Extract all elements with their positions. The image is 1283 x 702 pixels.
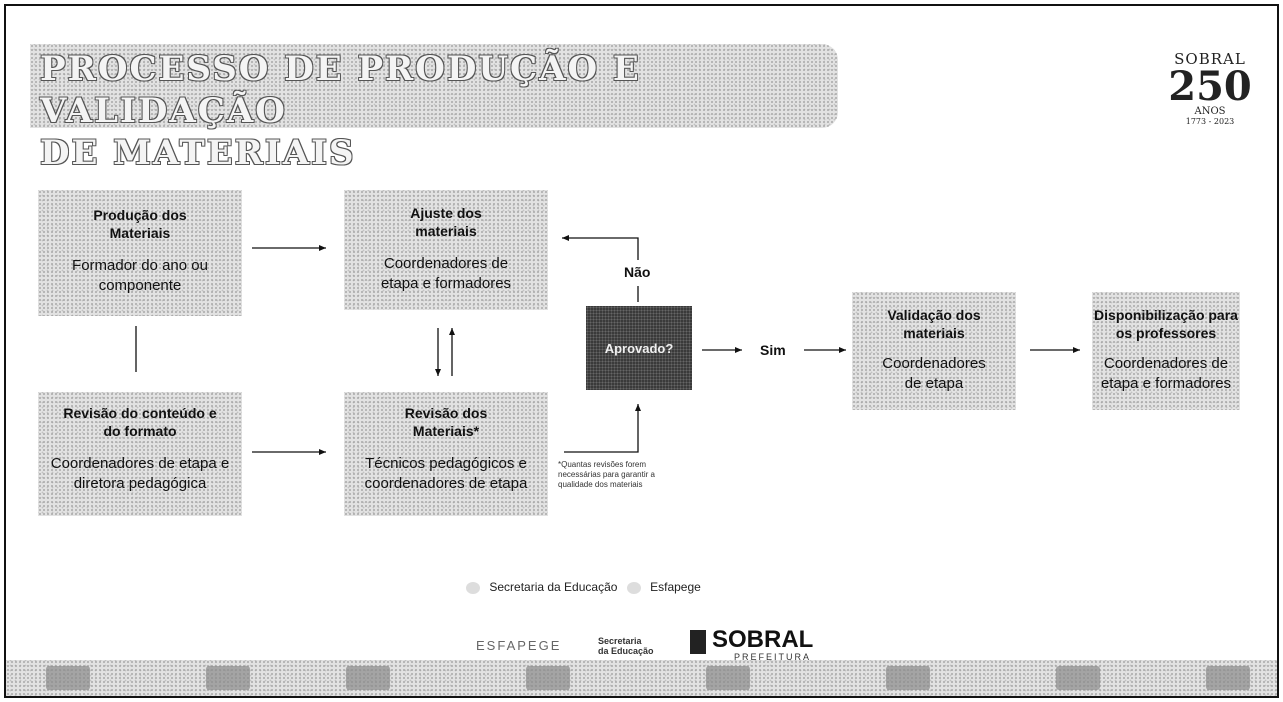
decorative-illustration xyxy=(1056,666,1100,690)
credit-esfapege: Esfapege xyxy=(650,580,701,594)
secretaria-icon xyxy=(466,581,480,594)
box-validacao: Validação dos materiais Coordenadores de… xyxy=(852,292,1016,410)
prefeitura-logo-text: PREFEITURA xyxy=(734,652,812,662)
box-revisao-materiais-body: Técnicos pedagógicos e coordenadores de … xyxy=(364,455,528,492)
decorative-illustration xyxy=(1206,666,1250,690)
decorative-illustration xyxy=(206,666,250,690)
decorative-illustration xyxy=(526,666,570,690)
box-revisao-conteudo-title: Revisão do conteúdo e do formato xyxy=(63,405,217,439)
credits-line: Secretaria da Educação Esfapege xyxy=(460,580,701,594)
decorative-illustration xyxy=(706,666,750,690)
sobral-logo-text: SOBRAL xyxy=(712,626,814,653)
secretaria-logo-line2: da Educação xyxy=(598,646,654,656)
credit-secretaria: Secretaria da Educação xyxy=(489,580,618,594)
decorative-illustration xyxy=(46,666,90,690)
box-revisao-conteudo: Revisão do conteúdo e do formato Coorden… xyxy=(38,392,242,516)
decision-aprovado-label: Aprovado? xyxy=(604,340,674,356)
box-disponibilizacao: Disponibilização para os professores Coo… xyxy=(1092,292,1240,410)
arrow-revisao-to-aprovado xyxy=(564,404,641,453)
sobral-emblem-icon xyxy=(690,630,706,654)
arrow-nao-to-ajuste xyxy=(562,235,639,260)
decorative-illustration xyxy=(886,666,930,690)
logo-anos-text: ANOS xyxy=(1194,106,1226,117)
secretaria-logo-line1: Secretaria xyxy=(598,636,642,646)
decorative-illustration xyxy=(346,666,390,690)
box-validacao-body: Coordenadores de etapa xyxy=(882,355,986,392)
box-revisao-materiais: Revisão dos Materiais* Técnicos pedagógi… xyxy=(344,392,548,516)
decorative-bottom-strip xyxy=(6,660,1277,696)
esfapege-icon xyxy=(626,581,641,594)
label-nao: Não xyxy=(624,264,651,280)
box-producao-body: Formador do ano ou componente xyxy=(72,257,208,294)
title-line-2: DE MATERIAIS xyxy=(40,133,356,173)
box-ajuste-title: Ajuste dos materiais xyxy=(410,205,482,239)
logo-sobral-text: SOBRAL xyxy=(1174,50,1246,68)
box-disponibilizacao-title: Disponibilização para os professores xyxy=(1094,307,1238,341)
title-line-1: PROCESSO DE PRODUÇÃO E VALIDAÇÃO xyxy=(40,49,641,131)
box-ajuste-body: Coordenadores de etapa e formadores xyxy=(380,255,512,292)
box-revisao-conteudo-body: Coordenadores de etapa e diretora pedagó… xyxy=(50,455,230,492)
box-revisao-materiais-title: Revisão dos Materiais* xyxy=(404,405,488,439)
footnote-revisoes: *Quantas revisões forem necessárias para… xyxy=(558,460,655,489)
decision-aprovado: Aprovado? xyxy=(586,306,692,390)
secretaria-logo: Secretaria da Educação xyxy=(598,636,654,656)
title-banner: PROCESSO DE PRODUÇÃO E VALIDAÇÃO DE MATE… xyxy=(30,44,838,173)
box-disponibilizacao-body: Coordenadores de etapa e formadores xyxy=(1100,355,1232,392)
box-producao: Produção dos Materiais Formador do ano o… xyxy=(38,190,242,316)
sobral-250-logo: SOBRAL 250 ANOS 1773 - 2023 xyxy=(1160,50,1260,140)
box-producao-title: Produção dos Materiais xyxy=(93,207,187,241)
box-ajuste: Ajuste dos materiais Coordenadores de et… xyxy=(344,190,548,310)
esfapege-logo: ESFAPEGE xyxy=(476,638,562,653)
logo-years-text: 1773 - 2023 xyxy=(1185,117,1235,126)
logo-250-number: 250 xyxy=(1168,63,1252,110)
label-sim: Sim xyxy=(760,342,786,358)
box-validacao-title: Validação dos materiais xyxy=(887,307,981,341)
